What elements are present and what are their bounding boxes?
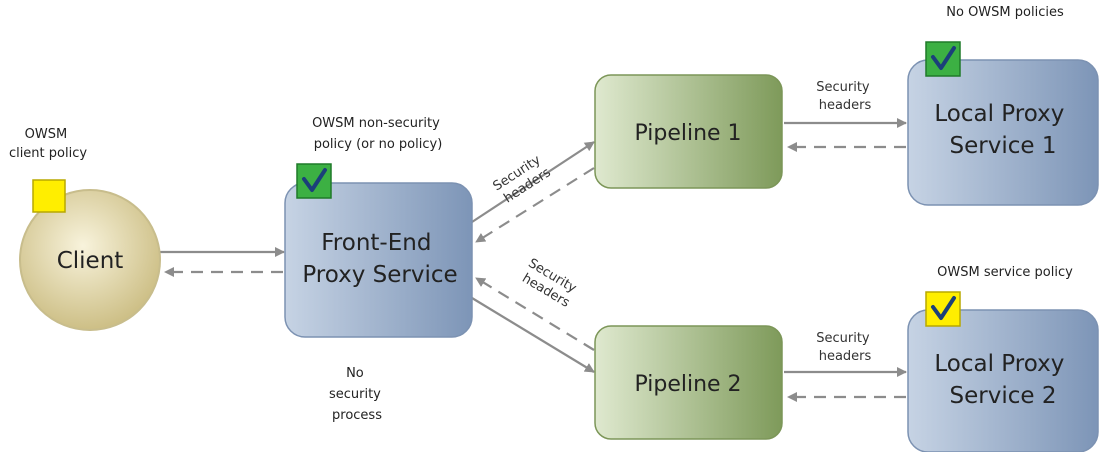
label-security-headers-from-pipeline2: Security headers <box>517 256 582 312</box>
local-proxy1-node: Local Proxy Service 1 <box>907 59 1099 206</box>
local1-policy-badge <box>925 41 961 77</box>
local-proxy1-label: Local Proxy Service 1 <box>934 101 1071 159</box>
pipeline2-node: Pipeline 2 <box>594 325 783 440</box>
client-node: Client <box>19 189 161 331</box>
check-mark <box>931 296 956 320</box>
frontend-policy-badge <box>296 163 332 199</box>
local2-policy-badge <box>925 291 961 327</box>
arrow-frontend-to-pipeline2 <box>471 297 595 373</box>
pipeline1-node: Pipeline 1 <box>594 74 783 189</box>
client-policy-label: OWSM client policy <box>9 127 87 161</box>
frontend-proxy-node: Front-End Proxy Service <box>284 182 473 338</box>
check-mark <box>302 168 327 192</box>
frontend-policy-label: OWSM non-security policy (or no policy) <box>312 116 444 152</box>
local-proxy2-label: Local Proxy Service 2 <box>934 351 1071 409</box>
label-security-headers-pipeline1-local1: Security headers <box>816 80 874 113</box>
pipeline2-label: Pipeline 2 <box>634 372 741 397</box>
label-security-headers-to-pipeline1: Security headers <box>491 150 556 207</box>
yellow-square-icon <box>32 179 66 213</box>
client-label: Client <box>57 248 124 274</box>
local1-policy-label: No OWSM policies <box>946 5 1064 20</box>
arrow-pipeline2-to-frontend <box>475 277 595 351</box>
no-security-process-label: No security process <box>329 366 385 423</box>
check-mark <box>931 46 956 70</box>
arrow-pipeline1-to-frontend <box>475 167 595 243</box>
arrow-frontend-to-pipeline1 <box>471 141 595 223</box>
frontend-proxy-label: Front-End Proxy Service <box>302 230 457 288</box>
local-proxy2-node: Local Proxy Service 2 <box>907 309 1099 452</box>
client-policy-badge <box>32 179 66 213</box>
local2-policy-label: OWSM service policy <box>937 265 1073 280</box>
pipeline1-label: Pipeline 1 <box>634 121 741 146</box>
arrows <box>160 118 907 402</box>
label-security-headers-pipeline2-local2: Security headers <box>816 331 874 364</box>
